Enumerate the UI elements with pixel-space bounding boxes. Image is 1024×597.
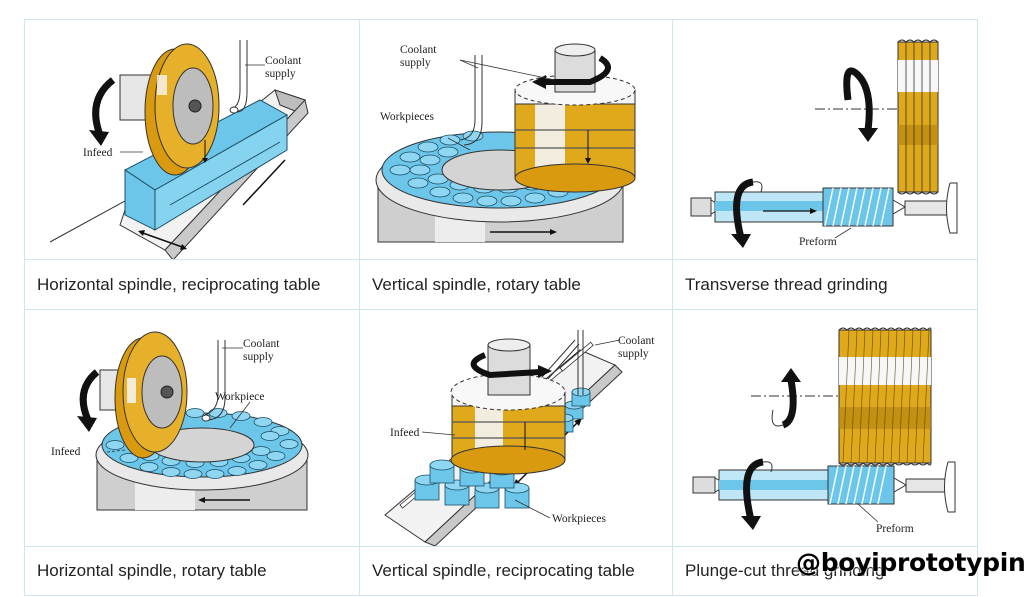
rotation-arrow-icon (545, 55, 611, 85)
coolant-label: Coolant (400, 44, 437, 56)
preform-label: Preform (876, 523, 914, 535)
caption-transverse-thread: Transverse thread grinding (673, 260, 978, 310)
rotation-arrow-icon (743, 458, 764, 521)
coolant-label: Coolant (265, 55, 302, 67)
workpieces-label: Workpieces (552, 513, 607, 525)
panel-plunge-cut-thread-illustration: Preform (673, 310, 978, 547)
rotation-arrow-icon (79, 369, 100, 422)
panel-vertical-rotary-illustration: Coolant supply Workpieces (360, 20, 673, 260)
grinding-methods-grid: Coolant supply Infeed Horizontal spindle… (24, 19, 978, 596)
spindle (487, 344, 531, 396)
workpiece-label: Workpiece (215, 391, 265, 403)
vertical-reciprocating-diagram: Coolant supply Infeed Workpieces (384, 330, 655, 547)
caption-plunge-cut-thread: Plunge-cut thread grinding (673, 547, 978, 596)
rotation-arrow-icon (92, 77, 116, 137)
caption-vertical-reciprocating: Vertical spindle, reciprocating table (360, 547, 673, 596)
thread-grinding-wheel (838, 327, 932, 466)
supply-label: supply (243, 351, 274, 363)
thread-grinding-wheel (897, 39, 939, 195)
infeed-label: Infeed (83, 147, 113, 159)
coolant-label: Coolant (243, 338, 280, 350)
panel-horizontal-rotary-illustration: Coolant supply Workpiece Infeed (25, 310, 360, 547)
supply-label: supply (400, 57, 431, 69)
supply-label: supply (265, 68, 296, 80)
rotation-arrow-icon (733, 178, 754, 239)
caption-vertical-rotary: Vertical spindle, rotary table (360, 260, 673, 310)
workpieces-label: Workpieces (380, 111, 435, 123)
panel-transverse-thread-illustration: Preform (673, 20, 978, 260)
supply-label: supply (618, 348, 649, 360)
panel-vertical-reciprocating-illustration: Coolant supply Infeed Workpieces (360, 310, 673, 547)
rotation-arrow-icon (470, 352, 541, 379)
transverse-thread-diagram: Preform (690, 39, 958, 248)
vertical-rotary-diagram: Coolant supply Workpieces (375, 43, 636, 243)
plunge-cut-thread-diagram: Preform (692, 327, 956, 535)
caption-horizontal-rotary: Horizontal spindle, rotary table (25, 547, 360, 596)
reciprocating-arrow (139, 231, 186, 249)
rotation-arrow-icon (843, 67, 873, 131)
preform-label: Preform (799, 236, 837, 248)
infeed-label: Infeed (51, 446, 81, 458)
panel-horizontal-reciprocating-illustration: Coolant supply Infeed (25, 20, 360, 261)
watermark: @boyiprototyping (796, 548, 1024, 577)
caption-horizontal-reciprocating: Horizontal spindle, reciprocating table (25, 260, 360, 310)
coolant-label: Coolant (618, 335, 655, 347)
rotation-arrow-icon (781, 379, 797, 429)
infeed-label: Infeed (390, 427, 420, 439)
horizontal-rotary-diagram: Coolant supply Workpiece Infeed (51, 331, 309, 511)
horizontal-reciprocating-diagram: Coolant supply Infeed (49, 40, 309, 261)
